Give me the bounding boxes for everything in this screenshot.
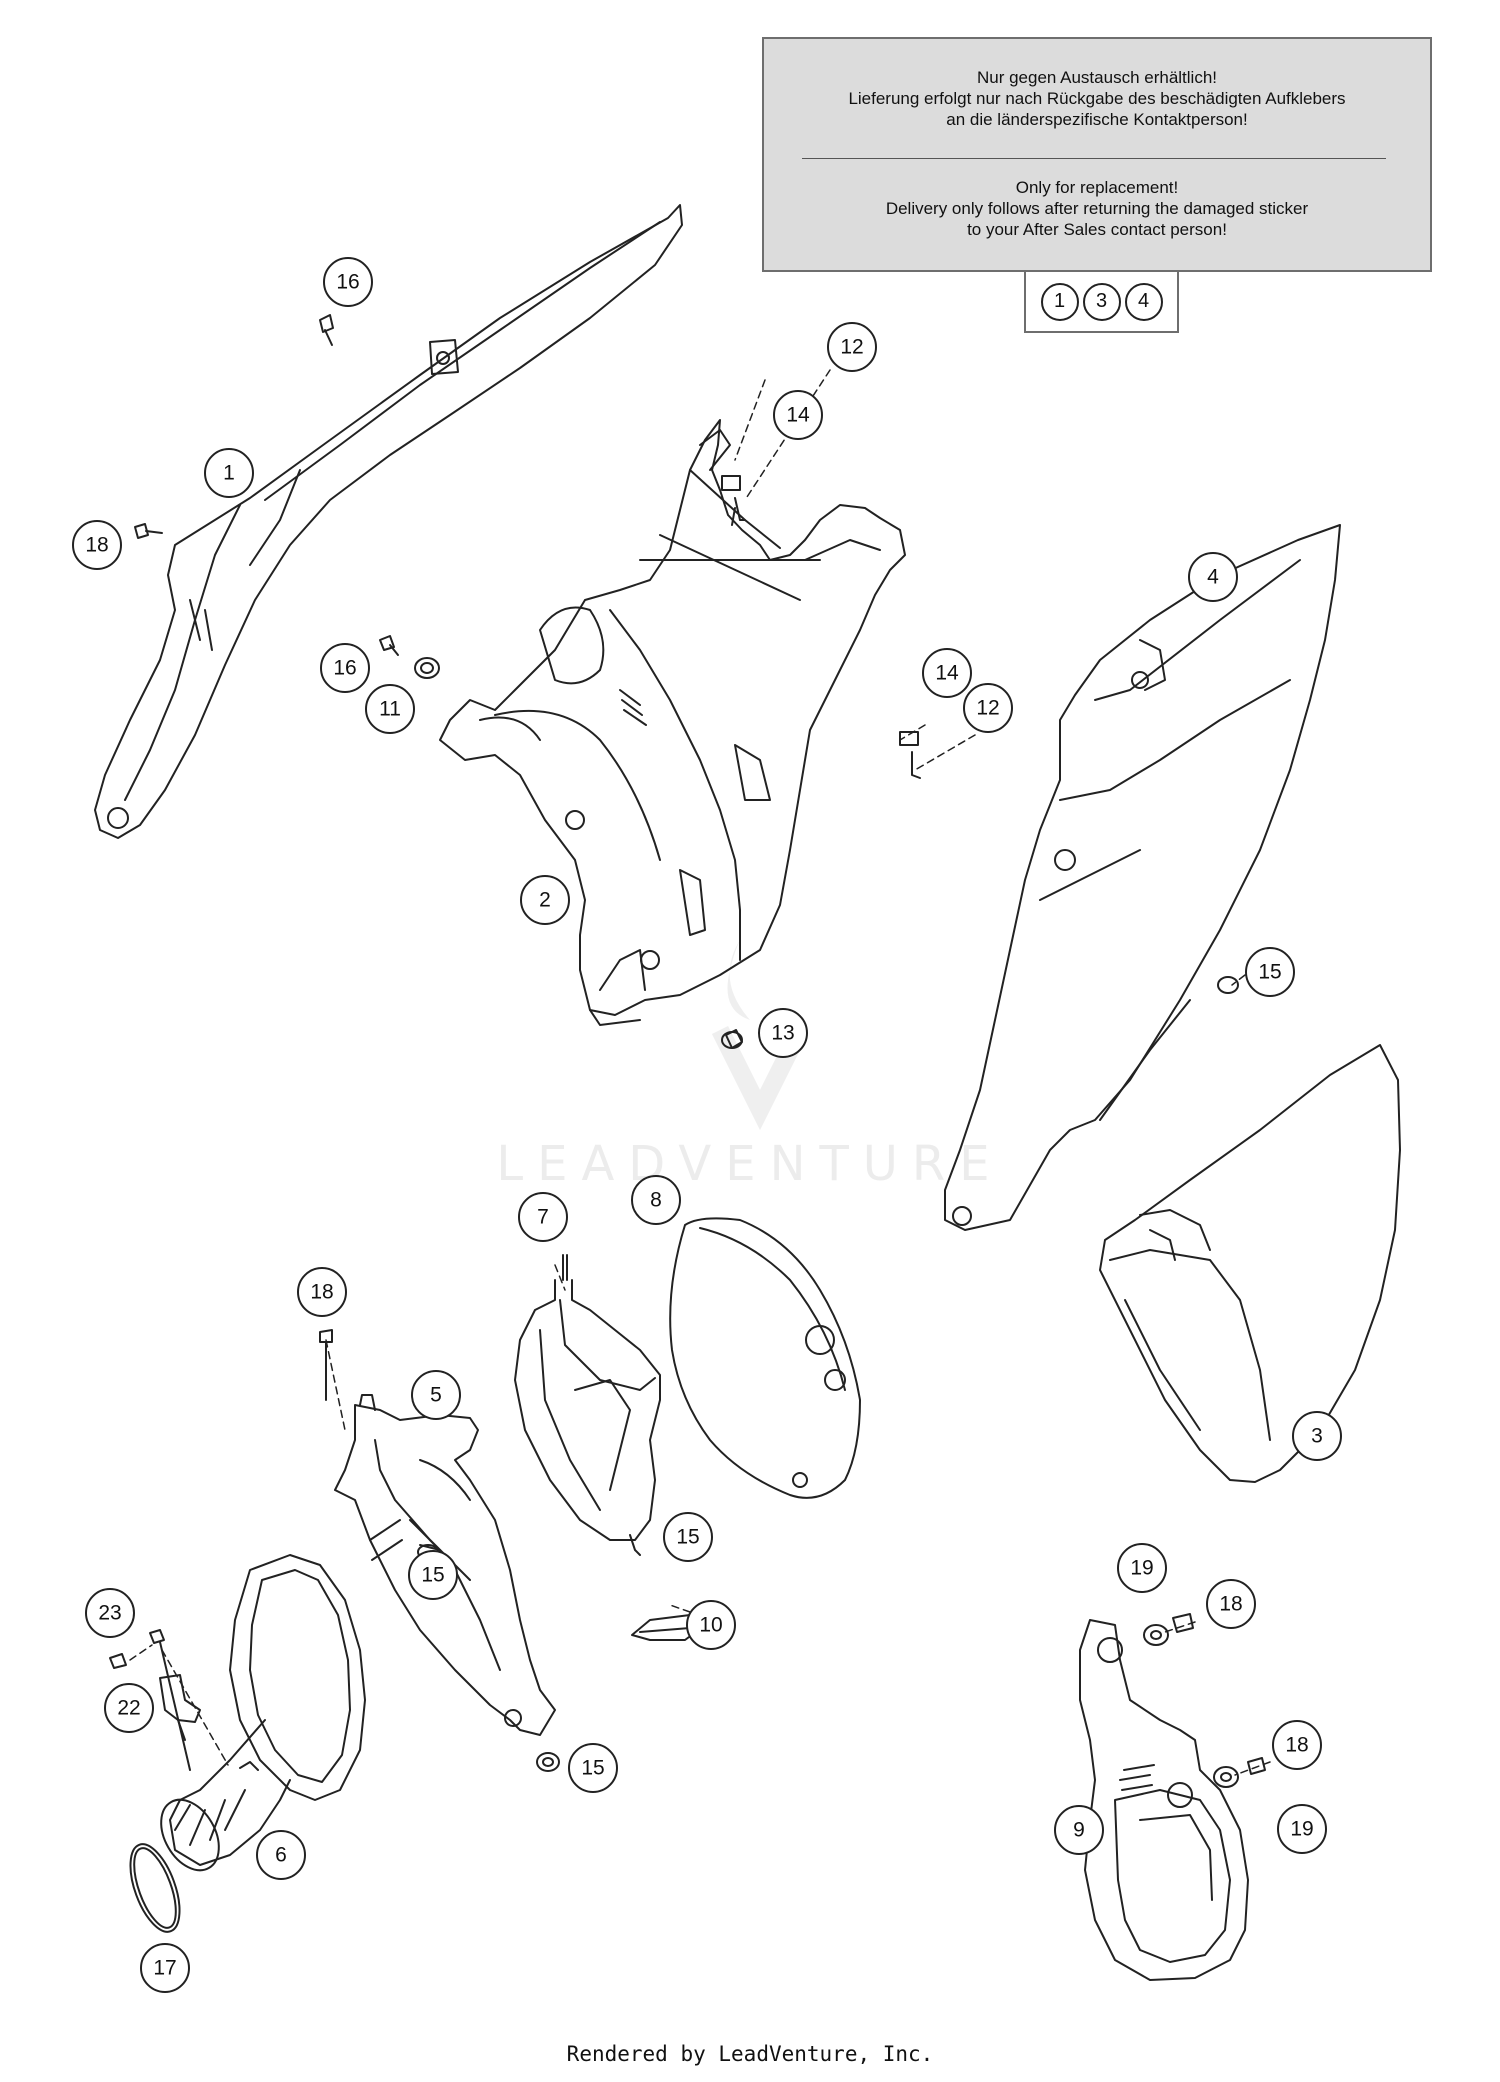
svg-text:18: 18 bbox=[85, 534, 108, 557]
kit-part-callout[interactable]: 3 bbox=[1082, 282, 1121, 321]
svg-text:14: 14 bbox=[786, 404, 810, 427]
svg-text:15: 15 bbox=[581, 1757, 604, 1780]
svg-text:12: 12 bbox=[976, 697, 999, 720]
callout-part-19[interactable]: 19 bbox=[1117, 1543, 1167, 1593]
svg-text:19: 19 bbox=[1290, 1818, 1313, 1841]
svg-text:12: 12 bbox=[840, 336, 863, 359]
kit-part-callout[interactable]: 1 bbox=[1040, 282, 1079, 321]
svg-text:7: 7 bbox=[537, 1206, 549, 1229]
svg-text:22: 22 bbox=[117, 1697, 140, 1720]
callout-part-14[interactable]: 14 bbox=[773, 390, 823, 440]
leader-lines bbox=[129, 369, 1271, 1776]
part-1-drawing bbox=[94, 204, 683, 839]
svg-text:18: 18 bbox=[310, 1281, 333, 1304]
svg-text:19: 19 bbox=[1130, 1557, 1153, 1580]
svg-text:1: 1 bbox=[223, 462, 235, 485]
svg-text:9: 9 bbox=[1073, 1819, 1085, 1842]
svg-text:13: 13 bbox=[771, 1022, 794, 1045]
callout-part-16[interactable]: 16 bbox=[323, 257, 373, 307]
part-6-drawing bbox=[160, 1554, 366, 1872]
callout-part-18[interactable]: 18 bbox=[297, 1267, 347, 1317]
kit-parts-box: 1 3 4 bbox=[1024, 272, 1179, 333]
part-8-drawing bbox=[669, 1217, 861, 1499]
callout-part-23[interactable]: 23 bbox=[85, 1588, 135, 1638]
svg-text:4: 4 bbox=[1207, 566, 1219, 589]
part-3-drawing bbox=[1099, 1044, 1401, 1483]
notice-english-line: to your After Sales contact person! bbox=[967, 220, 1227, 239]
callout-part-13[interactable]: 13 bbox=[758, 1008, 808, 1058]
part-4-drawing bbox=[944, 524, 1341, 1231]
callout-part-15[interactable]: 15 bbox=[408, 1550, 458, 1600]
callout-part-11[interactable]: 11 bbox=[365, 684, 415, 734]
callout-part-8[interactable]: 8 bbox=[631, 1175, 681, 1225]
svg-text:5: 5 bbox=[430, 1384, 442, 1407]
notice-german: Nur gegen Austausch erhältlich! Lieferun… bbox=[764, 67, 1430, 130]
callout-part-3[interactable]: 3 bbox=[1292, 1411, 1342, 1461]
callout-part-7[interactable]: 7 bbox=[518, 1192, 568, 1242]
notice-divider bbox=[802, 158, 1386, 159]
callout-part-18[interactable]: 18 bbox=[1272, 1720, 1322, 1770]
watermark-text: LEADVENTURE bbox=[496, 1136, 1003, 1192]
callout-part-19[interactable]: 19 bbox=[1277, 1804, 1327, 1854]
notice-german-line: an die länderspezifische Kontaktperson! bbox=[946, 110, 1248, 129]
replacement-notice: Nur gegen Austausch erhältlich! Lieferun… bbox=[762, 37, 1432, 272]
svg-text:8: 8 bbox=[650, 1189, 662, 1212]
svg-text:15: 15 bbox=[421, 1564, 444, 1587]
svg-text:16: 16 bbox=[336, 271, 359, 294]
callout-part-10[interactable]: 10 bbox=[686, 1600, 736, 1650]
svg-text:10: 10 bbox=[699, 1614, 722, 1637]
callout-part-18[interactable]: 18 bbox=[72, 520, 122, 570]
callout-part-15[interactable]: 15 bbox=[568, 1743, 618, 1793]
callout-part-14[interactable]: 14 bbox=[922, 648, 972, 698]
watermark-logo: LEADVENTURE bbox=[496, 940, 1003, 1192]
svg-text:17: 17 bbox=[153, 1957, 176, 1980]
svg-text:18: 18 bbox=[1285, 1734, 1308, 1757]
hardware-parts bbox=[109, 314, 1266, 1788]
callout-part-18[interactable]: 18 bbox=[1206, 1579, 1256, 1629]
footer-credit: Rendered by LeadVenture, Inc. bbox=[566, 2042, 934, 2066]
callout-part-4[interactable]: 4 bbox=[1188, 552, 1238, 602]
callout-part-2[interactable]: 2 bbox=[520, 875, 570, 925]
callout-part-9[interactable]: 9 bbox=[1054, 1805, 1104, 1855]
svg-text:3: 3 bbox=[1311, 1425, 1323, 1448]
svg-text:2: 2 bbox=[539, 889, 551, 912]
svg-text:18: 18 bbox=[1219, 1593, 1242, 1616]
callout-part-6[interactable]: 6 bbox=[256, 1830, 306, 1880]
svg-text:14: 14 bbox=[935, 662, 959, 685]
notice-english-line: Only for replacement! bbox=[1015, 178, 1179, 197]
callout-part-1[interactable]: 1 bbox=[204, 448, 254, 498]
notice-german-line: Nur gegen Austausch erhältlich! bbox=[976, 68, 1218, 87]
callout-part-22[interactable]: 22 bbox=[104, 1683, 154, 1733]
callout-part-16[interactable]: 16 bbox=[320, 643, 370, 693]
part-9-drawing bbox=[1079, 1619, 1249, 1981]
svg-text:15: 15 bbox=[676, 1526, 699, 1549]
callout-layer: 16 1 18 14 12 16 11 2 13 4 14 12 15 7 8 … bbox=[72, 257, 1342, 1993]
callout-part-17[interactable]: 17 bbox=[140, 1943, 190, 1993]
part-7-drawing bbox=[514, 1254, 661, 1556]
part-2-drawing bbox=[439, 419, 906, 1026]
notice-english-line: Delivery only follows after returning th… bbox=[885, 199, 1309, 218]
svg-text:16: 16 bbox=[333, 657, 356, 680]
notice-german-line: Lieferung erfolgt nur nach Rückgabe des … bbox=[848, 89, 1346, 108]
callout-part-12[interactable]: 12 bbox=[827, 322, 877, 372]
part-17-drawing bbox=[129, 1843, 181, 1933]
svg-text:15: 15 bbox=[1258, 961, 1281, 984]
callout-part-15[interactable]: 15 bbox=[1245, 947, 1295, 997]
svg-text:11: 11 bbox=[379, 698, 401, 721]
callout-part-5[interactable]: 5 bbox=[411, 1370, 461, 1420]
callout-part-15[interactable]: 15 bbox=[663, 1512, 713, 1562]
notice-english: Only for replacement! Delivery only foll… bbox=[764, 177, 1430, 240]
svg-text:6: 6 bbox=[275, 1844, 287, 1867]
kit-part-callout[interactable]: 4 bbox=[1124, 282, 1163, 321]
callout-part-12[interactable]: 12 bbox=[963, 683, 1013, 733]
svg-text:23: 23 bbox=[98, 1602, 121, 1625]
